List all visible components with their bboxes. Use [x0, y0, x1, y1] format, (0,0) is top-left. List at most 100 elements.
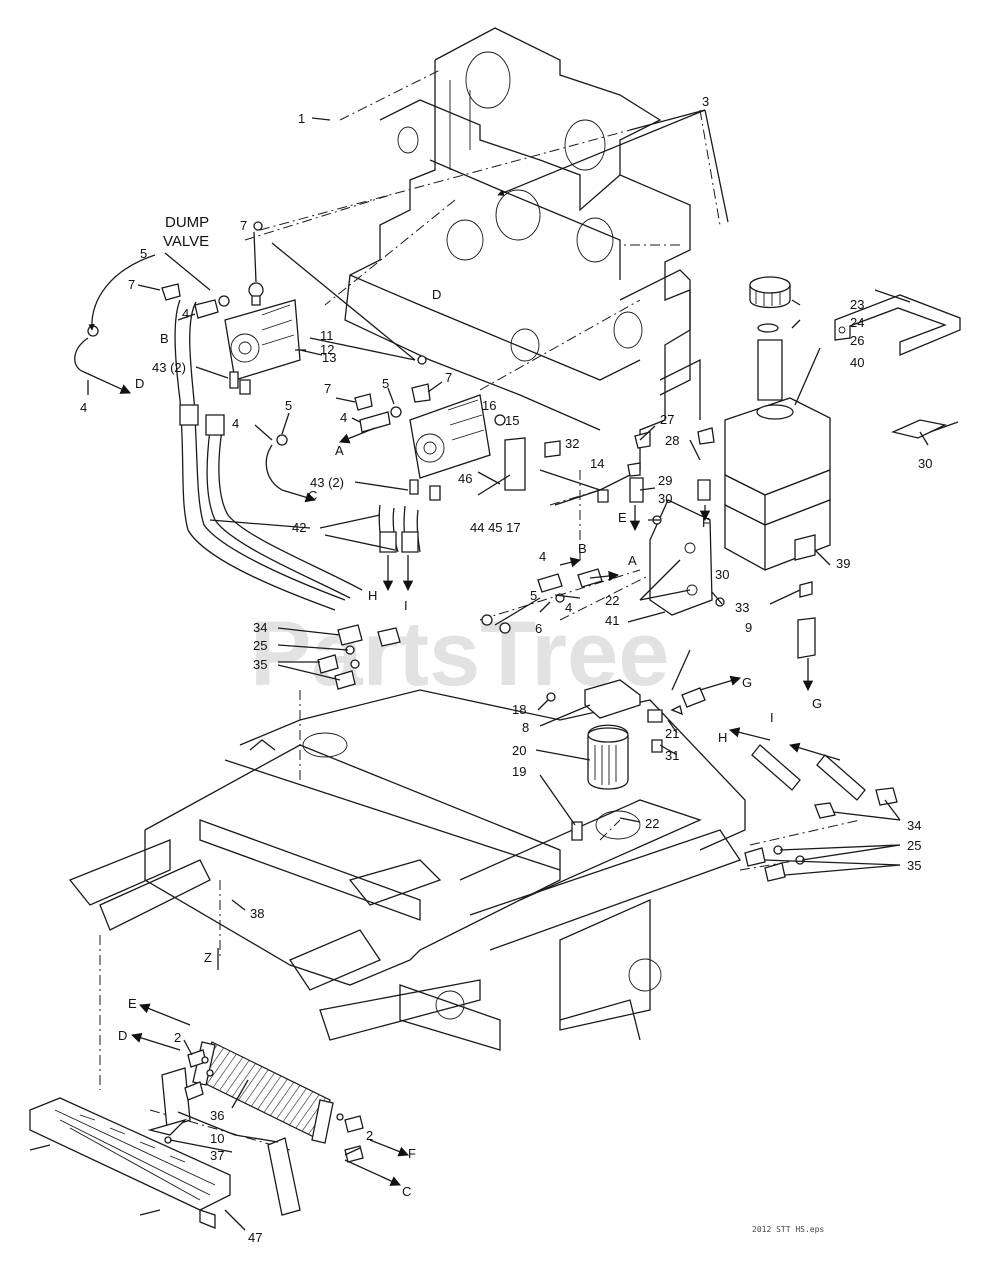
callout-label: 43 (2) — [310, 475, 344, 490]
callout-label: 41 — [605, 613, 619, 628]
dump-valve-title-line2: VALVE — [163, 233, 209, 250]
callout-label: C — [402, 1184, 411, 1199]
hydraulic-hoses — [174, 299, 421, 611]
reservoir-assembly — [627, 276, 961, 659]
callout-label: 36 — [210, 1108, 224, 1123]
callout-label: I — [404, 598, 408, 613]
callout-label: 7 — [240, 218, 247, 233]
callout-label: 37 — [210, 1148, 224, 1163]
callout-label: C — [308, 488, 317, 503]
callout-label: 32 — [565, 436, 579, 451]
callout-label: 4 — [80, 400, 87, 415]
callout-label: 16 — [482, 398, 496, 413]
callout-label: 33 — [735, 600, 749, 615]
callout-label: G — [742, 675, 752, 690]
callout-label: 34 — [253, 620, 267, 635]
callout-label: 12 — [320, 342, 334, 357]
callout-label: 34 — [907, 818, 921, 833]
callout-label: 3 — [702, 94, 709, 109]
callout-label: 35 — [253, 657, 267, 672]
callout-label: 4 — [182, 306, 189, 321]
callout-label: B — [160, 331, 169, 346]
dump-valve-title-line1: DUMP — [165, 214, 209, 231]
callout-label: 5 — [140, 246, 147, 261]
callout-label: D — [118, 1028, 127, 1043]
callout-label: H — [718, 730, 727, 745]
callout-label: 44 45 17 — [470, 520, 521, 535]
step-plate — [29, 1097, 231, 1229]
callout-label: 14 — [590, 456, 604, 471]
callout-label: 24 — [850, 315, 864, 330]
callout-label: I — [770, 710, 774, 725]
callout-label: 11 — [320, 328, 334, 343]
callout-label: 1 — [298, 111, 305, 126]
callout-label: 7 — [128, 277, 135, 292]
callout-label: B — [578, 541, 587, 556]
callout-label: A — [628, 553, 637, 568]
callout-label: 23 — [850, 297, 864, 312]
hydraulic-pump — [265, 383, 609, 506]
callout-label: E — [618, 510, 627, 525]
lower-frame — [68, 689, 746, 1051]
callout-label: 7 — [324, 381, 331, 396]
callout-label: 5 — [382, 376, 389, 391]
callout-label: 18 — [512, 702, 526, 717]
callout-label: 39 — [836, 556, 850, 571]
callout-label: Z — [204, 950, 212, 965]
callout-label: 27 — [660, 412, 674, 427]
callout-label: 21 — [665, 726, 679, 741]
callout-label: 40 — [850, 355, 864, 370]
callout-label: 7 — [445, 370, 452, 385]
callout-label: 30 — [918, 456, 932, 471]
callout-label: 5 — [530, 588, 537, 603]
callout-label: 25 — [253, 638, 267, 653]
callout-label: 25 — [907, 838, 921, 853]
callout-label: 19 — [512, 764, 526, 779]
callout-label: 2 — [366, 1128, 373, 1143]
right-hoses — [744, 744, 898, 882]
filter-assembly — [546, 679, 706, 841]
callout-label: 6 — [535, 621, 542, 636]
callout-label: H — [368, 588, 377, 603]
callout-label: 31 — [665, 748, 679, 763]
callout-label: 10 — [210, 1131, 224, 1146]
callout-label: 9 — [745, 620, 752, 635]
callout-label: 22 — [645, 816, 659, 831]
oil-cooler — [147, 1041, 364, 1216]
callout-label: D — [135, 376, 144, 391]
file-name: 2012 STT HS.eps — [752, 1225, 824, 1234]
callout-label: 38 — [250, 906, 264, 921]
callout-label: 4 — [565, 600, 572, 615]
callout-label: 5 — [285, 398, 292, 413]
callout-label: 43 (2) — [152, 360, 186, 375]
upper-frame — [344, 27, 701, 491]
callout-label: 20 — [512, 743, 526, 758]
callout-label: D — [432, 287, 441, 302]
callout-label: 8 — [522, 720, 529, 735]
callout-label: 35 — [907, 858, 921, 873]
callout-label: 13 — [322, 350, 336, 365]
left-fittings — [317, 624, 401, 690]
callout-label: G — [812, 696, 822, 711]
callout-label: E — [128, 996, 137, 1011]
callout-label: 30 — [658, 491, 672, 506]
callout-label: 2 — [174, 1030, 181, 1045]
callout-label: 4 — [232, 416, 239, 431]
callout-label: A — [335, 443, 344, 458]
callout-label: F — [702, 515, 710, 530]
callout-label: 47 — [248, 1230, 262, 1245]
callout-label: 29 — [658, 473, 672, 488]
callout-label: 4 — [539, 549, 546, 564]
callout-label: 15 — [505, 413, 519, 428]
callout-label: 42 — [292, 520, 306, 535]
center-fittings — [481, 568, 603, 634]
leader-lines — [83, 109, 929, 1231]
callout-label: 4 — [340, 410, 347, 425]
callout-label: F — [408, 1146, 416, 1161]
callout-label: 26 — [850, 333, 864, 348]
callout-label: 46 — [458, 471, 472, 486]
dump-valve-assembly — [74, 221, 427, 395]
callout-label: 30 — [715, 567, 729, 582]
